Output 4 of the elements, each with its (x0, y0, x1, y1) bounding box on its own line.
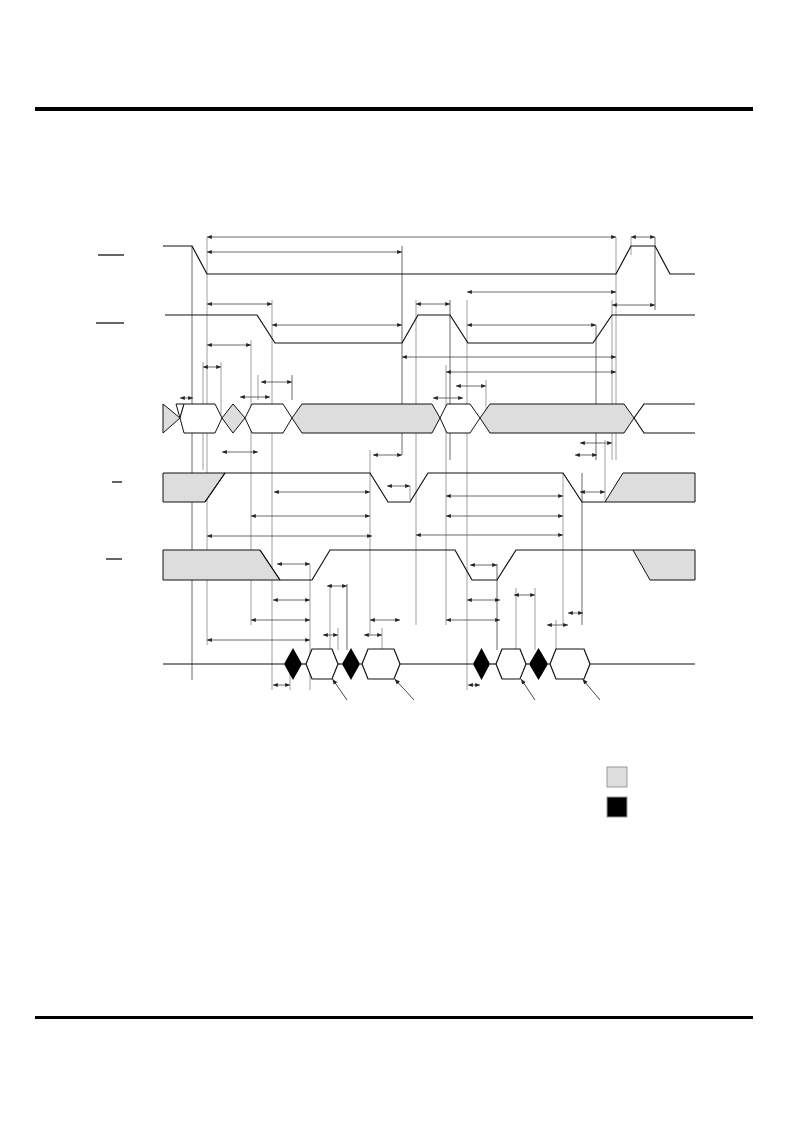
data-valid-hexagon (362, 649, 400, 679)
data-valid-hexagon (306, 649, 338, 679)
data-valid-hexagon (550, 649, 590, 679)
data-valid-hexagon (496, 649, 526, 679)
